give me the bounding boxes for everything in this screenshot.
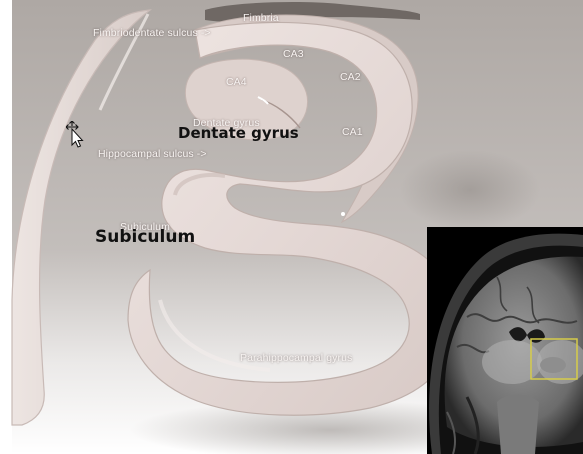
- label-fimbriodentate-sulcus: Fimbriodentate sulcus ->: [93, 27, 211, 39]
- left-margin: [0, 0, 12, 454]
- label-ca3: CA3: [283, 48, 304, 60]
- mri-coronal-slice: [427, 227, 583, 454]
- label-ca1: CA1: [342, 126, 363, 138]
- move-cursor-icon: [66, 121, 86, 149]
- label-parahippocampal-gyrus: Parahippocampal gyrus: [240, 352, 352, 364]
- specular-dot: [341, 212, 345, 216]
- label-dentate-gyrus: Dentate gyrus: [178, 124, 299, 142]
- label-hippocampal-sulcus: Hippocampal sulcus ->: [98, 148, 207, 160]
- label-ca4: CA4: [226, 76, 247, 88]
- cast-shadow: [400, 150, 540, 230]
- label-ca2: CA2: [340, 71, 361, 83]
- mri-coronal-inset: [427, 227, 583, 454]
- label-fimbria: Fimbria: [243, 12, 279, 24]
- label-subiculum: Subiculum: [95, 227, 195, 247]
